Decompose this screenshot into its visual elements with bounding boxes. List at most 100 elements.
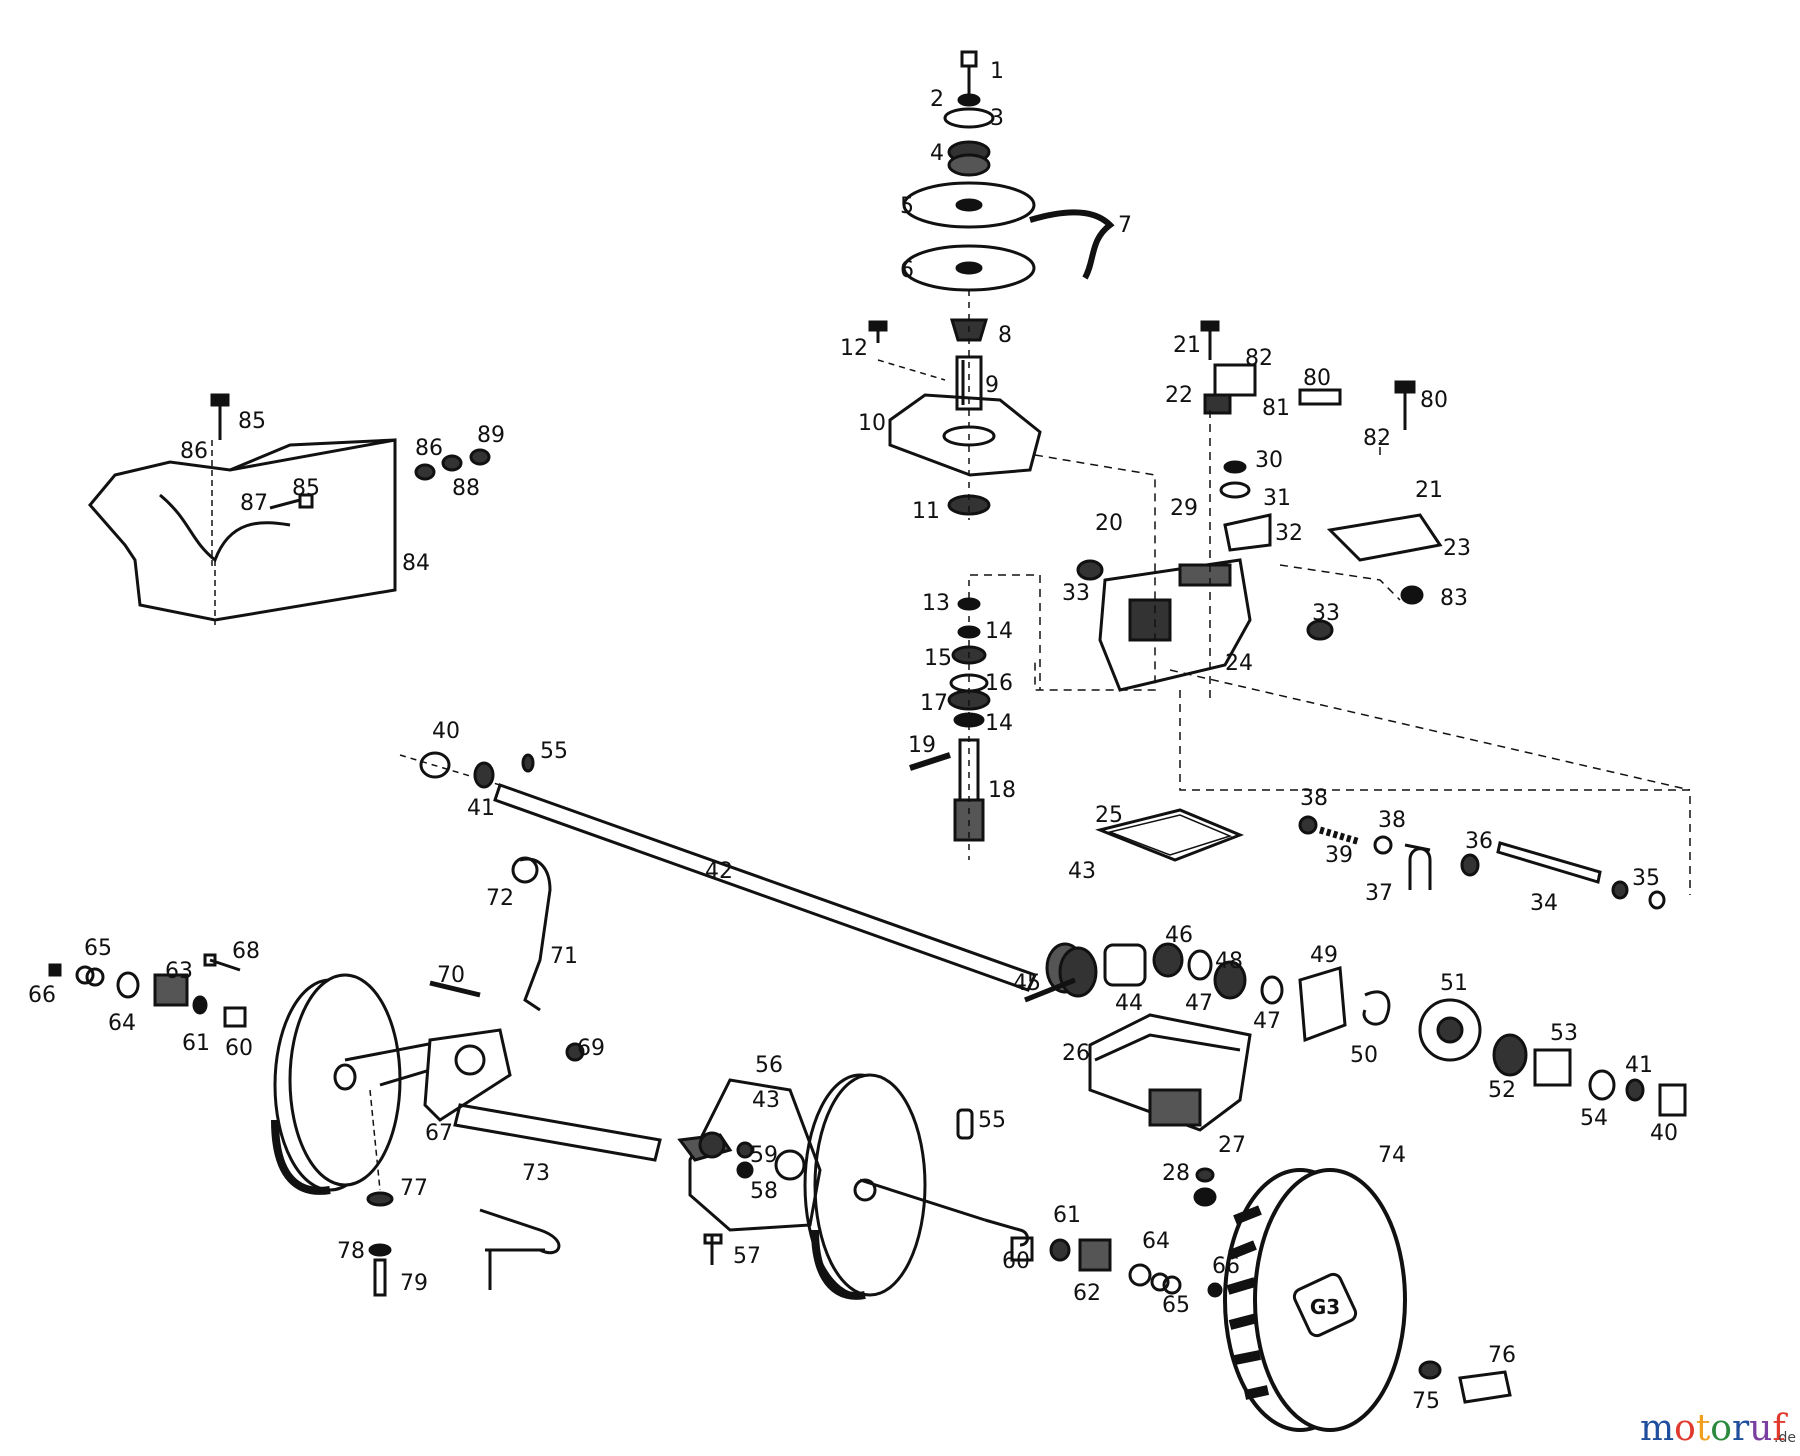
part-label: 62 [1073,1281,1101,1306]
part-label: 2 [930,87,944,112]
part-label: 40 [1650,1121,1678,1146]
part-label: 21 [1415,478,1443,503]
part-label: 68 [232,939,260,964]
watermark-letter: m [1640,1408,1674,1449]
part-label: 37 [1365,881,1393,906]
part-label: 60 [1002,1249,1030,1274]
watermark-letter: u [1749,1408,1772,1449]
svg-text:motoruf: motoruf [1640,1408,1788,1449]
part-label: 44 [1115,991,1143,1016]
part-label: 78 [337,1239,365,1264]
part-label: 89 [477,423,505,448]
part-label: 45 [1013,971,1041,996]
part-label: 57 [733,1244,761,1269]
part-label: 14 [985,619,1013,644]
part-label: 82 [1245,346,1273,371]
part-label: 46 [1165,923,1193,948]
left-wheel-drawing [48,856,662,1297]
part-label: 34 [1530,891,1558,916]
part-label: 43 [752,1088,780,1113]
part-label: 38 [1378,808,1406,833]
wheel-badge: G3 [1310,1295,1340,1319]
part-label: 81 [1262,396,1290,421]
spindle-stack-drawing [909,580,991,860]
part-label: 75 [1412,1389,1440,1414]
part-label: 54 [1580,1106,1608,1131]
part-label: 32 [1275,521,1303,546]
part-label: 82 [1363,426,1391,451]
part-label: 61 [1053,1203,1081,1228]
part-label: 35 [1632,866,1660,891]
shaft-drawing [399,751,1038,992]
part-label: 4 [930,141,944,166]
part-label: 25 [1095,803,1123,828]
part-label: 70 [437,963,465,988]
part-label: 33 [1062,581,1090,606]
part-label: 66 [28,983,56,1008]
part-label: 33 [1312,601,1340,626]
part-label: 47 [1253,1009,1281,1034]
part-label: 58 [750,1179,778,1204]
part-label: 43 [1068,859,1096,884]
pivot-rod-drawing [1298,815,1666,910]
front-wheel-drawing: G3 [1223,1168,1512,1432]
part-label: 84 [402,551,430,576]
part-label: 65 [84,936,112,961]
part-label: 77 [400,1176,428,1201]
part-label: 83 [1440,586,1468,611]
part-label: 61 [182,1031,210,1056]
part-label: 86 [180,439,208,464]
part-label: 64 [108,1011,136,1036]
part-label: 29 [1170,496,1198,521]
watermark-letter: f [1772,1408,1788,1449]
part-label: 50 [1350,1043,1378,1068]
part-label: 24 [1225,651,1253,676]
part-label: 26 [1062,1041,1090,1066]
part-label: 59 [750,1143,778,1168]
part-label: 13 [922,591,950,616]
watermark-suffix: .de [1774,1430,1796,1446]
part-label: 49 [1310,943,1338,968]
part-label: 80 [1303,366,1331,391]
part-label: 12 [840,336,868,361]
part-label: 60 [225,1036,253,1061]
part-label: 76 [1488,1343,1516,1368]
part-label: 66 [1212,1254,1240,1279]
part-label: 48 [1215,949,1243,974]
part-label: 31 [1263,486,1291,511]
part-label: 55 [978,1108,1006,1133]
part-label: 71 [550,944,578,969]
watermark-letter: r [1732,1408,1750,1449]
part-label: 65 [1162,1293,1190,1318]
part-label: 30 [1255,448,1283,473]
part-label: 40 [432,719,460,744]
blade-stack-drawing [868,50,1115,520]
part-label: 21 [1173,333,1201,358]
part-label: 20 [1095,511,1123,536]
part-label: 56 [755,1053,783,1078]
part-label: 15 [924,646,952,671]
part-label: 88 [452,476,480,501]
part-label: 9 [985,373,999,398]
part-label: 7 [1118,213,1132,238]
part-label: 63 [165,959,193,984]
watermark-letter: o [1674,1408,1696,1449]
part-label: 52 [1488,1078,1516,1103]
part-label: 73 [522,1161,550,1186]
part-label: 10 [858,411,886,436]
part-label: 79 [400,1271,428,1296]
part-label: 14 [985,711,1013,736]
part-label: 42 [705,859,733,884]
part-label: 85 [292,476,320,501]
gearbox-drawing [970,320,1691,895]
gasket-drawing [1095,808,1245,862]
part-label: 6 [900,258,914,283]
part-label: 3 [990,106,1004,131]
part-labels: 1 2 3 4 5 6 7 8 9 10 11 12 13 14 15 16 1… [28,59,1678,1414]
part-label: 38 [1300,786,1328,811]
part-label: 16 [985,671,1013,696]
part-label: 85 [238,409,266,434]
part-label: 47 [1185,991,1213,1016]
